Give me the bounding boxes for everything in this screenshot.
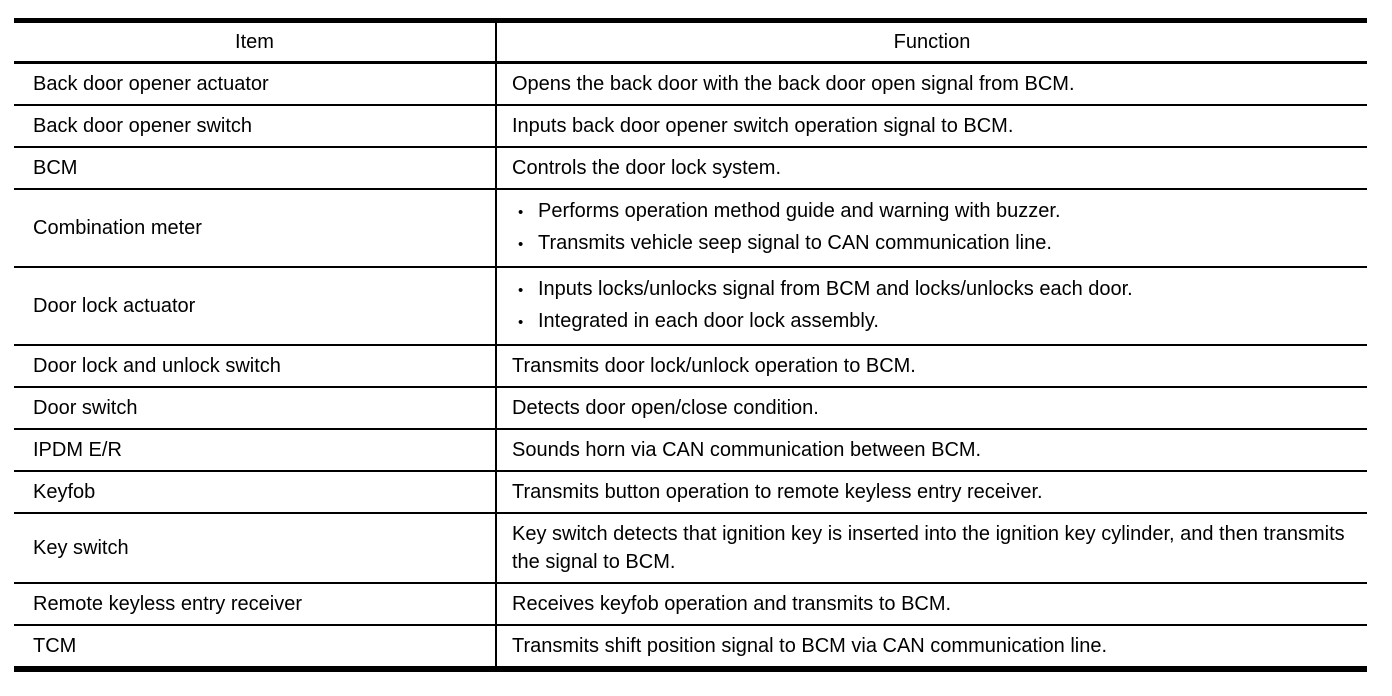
component-function-table: Item Function Back door opener actuator O…	[14, 18, 1367, 672]
item-cell: Back door opener actuator	[14, 61, 497, 106]
function-cell: Key switch detects that ignition key is …	[496, 512, 1367, 584]
function-text: Inputs locks/unlocks signal from BCM and…	[538, 278, 1133, 300]
function-cell: Inputs back door opener switch operation…	[496, 104, 1367, 148]
table-row: Combination meter • Performs operation met…	[14, 188, 1367, 268]
item-cell: TCM	[14, 624, 497, 670]
function-line: Transmits door lock/unlock operation to …	[512, 355, 916, 377]
item-cell: Back door opener switch	[14, 104, 497, 148]
item-cell: Door lock actuator	[14, 266, 497, 346]
function-cell: Sounds horn via CAN communication betwee…	[496, 428, 1367, 472]
function-cell: • Inputs locks/unlocks signal from BCM an…	[496, 266, 1367, 346]
item-cell: Door lock and unlock switch	[14, 344, 497, 388]
function-line: Controls the door lock system.	[512, 157, 781, 179]
item-cell: Combination meter	[14, 188, 497, 268]
function-text: Transmits vehicle seep signal to CAN com…	[538, 232, 1052, 254]
function-line: Detects door open/close condition.	[512, 397, 819, 419]
function-bullet-line: • Inputs locks/unlocks signal from BCM an…	[512, 274, 1353, 306]
function-cell: Controls the door lock system.	[496, 146, 1367, 190]
item-cell: Remote keyless entry receiver	[14, 582, 497, 626]
table-row: IPDM E/R Sounds horn via CAN communicatio…	[14, 428, 1367, 472]
table-row: TCM Transmits shift position signal to BC…	[14, 624, 1367, 670]
table-row: Remote keyless entry receiver Receives ke…	[14, 582, 1367, 626]
function-bullet-line: • Transmits vehicle seep signal to CAN co…	[512, 228, 1353, 260]
item-cell: BCM	[14, 146, 497, 190]
table-row: Keyfob Transmits button operation to remo…	[14, 470, 1367, 514]
item-cell: Keyfob	[14, 470, 497, 514]
table-row: Door lock and unlock switch Transmits doo…	[14, 344, 1367, 388]
function-line: Transmits shift position signal to BCM v…	[512, 635, 1108, 657]
function-line: Sounds horn via CAN communication betwee…	[512, 439, 982, 461]
table-header-row: Item Function	[14, 20, 1367, 64]
function-line: Key switch detects that ignition key is …	[512, 523, 1345, 573]
function-cell: Detects door open/close condition.	[496, 386, 1367, 430]
function-cell: • Performs operation method guide and war…	[496, 188, 1367, 268]
table-body: Back door opener actuator Opens the back …	[14, 61, 1367, 670]
bullet-icon: •	[518, 236, 524, 253]
function-text: Integrated in each door lock assembly.	[538, 310, 879, 332]
function-cell: Transmits door lock/unlock operation to …	[496, 344, 1367, 388]
table-row: Door switch Detects door open/close condi…	[14, 386, 1367, 430]
function-line: Inputs back door opener switch operation…	[512, 115, 1014, 137]
function-cell: Opens the back door with the back door o…	[496, 61, 1367, 106]
table-row: Back door opener actuator Opens the back …	[14, 61, 1367, 106]
function-cell: Transmits shift position signal to BCM v…	[496, 624, 1367, 670]
function-bullet-line: • Integrated in each door lock assembly.	[512, 306, 1353, 338]
bullet-icon: •	[518, 314, 524, 331]
table-header: Item Function	[14, 20, 1367, 64]
bullet-icon: •	[518, 204, 524, 221]
table-row: BCM Controls the door lock system.	[14, 146, 1367, 190]
bullet-icon: •	[518, 282, 524, 299]
column-header-item: Item	[14, 20, 497, 64]
function-cell: Receives keyfob operation and transmits …	[496, 582, 1367, 626]
item-cell: Door switch	[14, 386, 497, 430]
function-line: Receives keyfob operation and transmits …	[512, 593, 952, 615]
table-row: Key switch Key switch detects that igniti…	[14, 512, 1367, 584]
column-header-function: Function	[496, 20, 1367, 64]
table-row: Door lock actuator • Inputs locks/unlocks …	[14, 266, 1367, 346]
function-cell: Transmits button operation to remote key…	[496, 470, 1367, 514]
item-cell: Key switch	[14, 512, 497, 584]
table-row: Back door opener switch Inputs back door …	[14, 104, 1367, 148]
function-bullet-line: • Performs operation method guide and war…	[512, 196, 1353, 228]
function-line: Opens the back door with the back door o…	[512, 73, 1075, 95]
function-line: Transmits button operation to remote key…	[512, 481, 1043, 503]
item-cell: IPDM E/R	[14, 428, 497, 472]
function-text: Performs operation method guide and warn…	[538, 200, 1061, 222]
